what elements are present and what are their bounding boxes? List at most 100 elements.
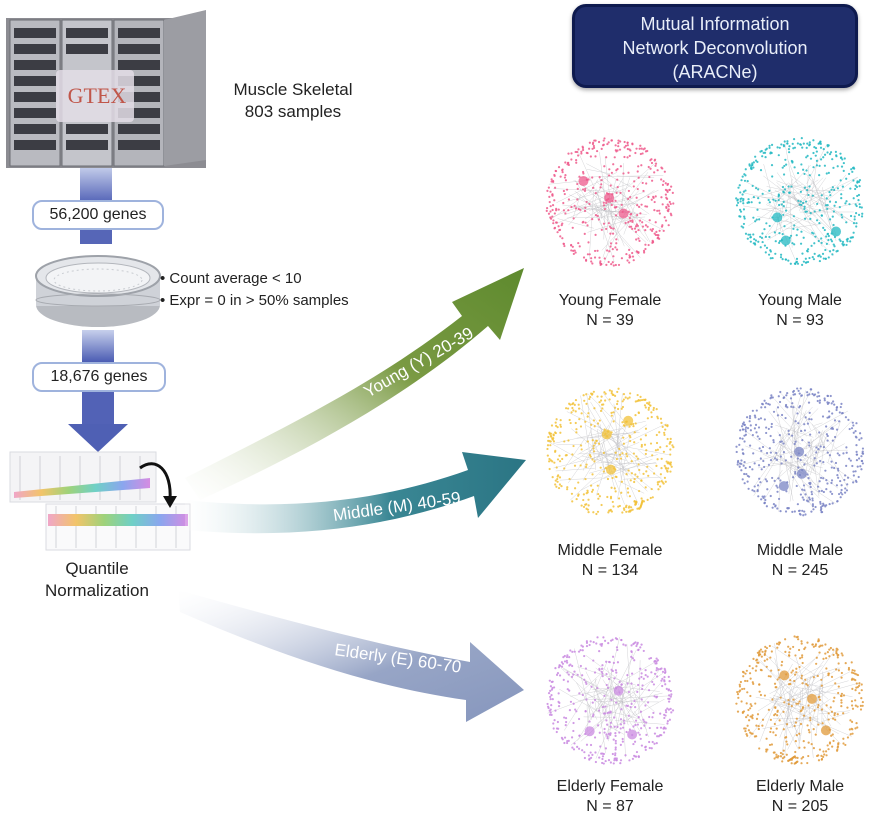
network-node [614, 748, 617, 751]
network-node [832, 700, 835, 703]
network-node [641, 181, 644, 185]
network-node [817, 759, 821, 762]
network-node [798, 509, 801, 512]
network-sample-size: N = 245 [771, 562, 829, 579]
network-label-middle-male: Middle Male N = 245 [720, 541, 880, 581]
network-node [854, 699, 857, 702]
network-node [605, 263, 608, 266]
network-node [785, 490, 788, 493]
network-node [640, 147, 643, 150]
network-node [614, 490, 617, 493]
network-node [641, 221, 644, 224]
network-node [665, 711, 668, 714]
network-node [839, 479, 842, 483]
network-node [595, 149, 599, 153]
network-node [806, 641, 809, 644]
network-edge [622, 476, 662, 480]
network-node [804, 513, 807, 516]
network-node [655, 696, 658, 699]
network-node [659, 473, 662, 476]
network-node [611, 232, 615, 235]
network-node [548, 713, 552, 716]
network-node [666, 437, 669, 441]
network-node [556, 231, 559, 234]
network-node [859, 704, 862, 707]
network-node [851, 732, 854, 735]
network-node [851, 669, 854, 672]
network-node [561, 171, 564, 174]
network-node [835, 749, 839, 752]
network-node [591, 488, 594, 492]
network-node [591, 147, 594, 150]
network-node [744, 672, 747, 675]
network-node [812, 676, 815, 679]
network-node [623, 722, 626, 725]
network-node [647, 195, 650, 198]
network-node [566, 741, 569, 745]
network-node [581, 749, 584, 752]
network-node [845, 446, 848, 449]
network-node [570, 205, 573, 209]
network-node [613, 487, 616, 490]
network-node [613, 757, 616, 760]
network-node [640, 672, 643, 675]
network-node [632, 185, 635, 188]
network-node [628, 148, 631, 151]
network-node [833, 466, 836, 470]
network-node [572, 673, 575, 676]
network-node [818, 480, 821, 483]
network-node [631, 219, 634, 222]
network-node [846, 476, 850, 479]
network-node [553, 199, 556, 202]
network-node [777, 477, 780, 480]
network-node [787, 259, 790, 262]
network-node [796, 503, 799, 506]
network-node [776, 406, 780, 409]
network-node [746, 237, 749, 240]
network-node [614, 149, 617, 152]
network-node [802, 168, 805, 171]
network-node [754, 187, 758, 190]
network-node [818, 698, 822, 701]
network-node [575, 159, 578, 162]
network-node [583, 678, 586, 681]
network-node [829, 394, 832, 398]
network-node [768, 235, 771, 239]
network-node [644, 229, 647, 232]
network-node [637, 176, 640, 179]
network-node [792, 390, 795, 393]
network-node [643, 724, 646, 727]
network-node [749, 429, 752, 432]
network-edge [812, 430, 825, 472]
network-node [608, 389, 611, 392]
network-edge [790, 390, 806, 473]
network-node [613, 759, 616, 762]
network-edge [777, 413, 817, 454]
network-node [667, 688, 671, 691]
network-node [804, 261, 808, 264]
network-node [834, 682, 837, 685]
network-node [612, 505, 615, 508]
network-node [605, 660, 608, 663]
network-node [617, 263, 621, 267]
network-node [566, 739, 569, 743]
network-edge [773, 689, 798, 725]
network-node [572, 702, 575, 705]
network-edge [590, 401, 620, 451]
network-node [783, 164, 786, 168]
network-node [741, 670, 745, 673]
network-node [615, 248, 619, 251]
network-node [594, 192, 597, 195]
network-node [562, 656, 565, 659]
network-node [664, 683, 667, 686]
network-node [571, 746, 574, 749]
network-node [562, 209, 566, 212]
network-node [826, 204, 829, 207]
network-node [620, 491, 623, 494]
network-node [560, 485, 563, 488]
network-node [624, 144, 628, 147]
network-node [626, 397, 629, 400]
network-node [785, 740, 788, 743]
network-node [854, 184, 857, 187]
network-node [808, 393, 811, 396]
